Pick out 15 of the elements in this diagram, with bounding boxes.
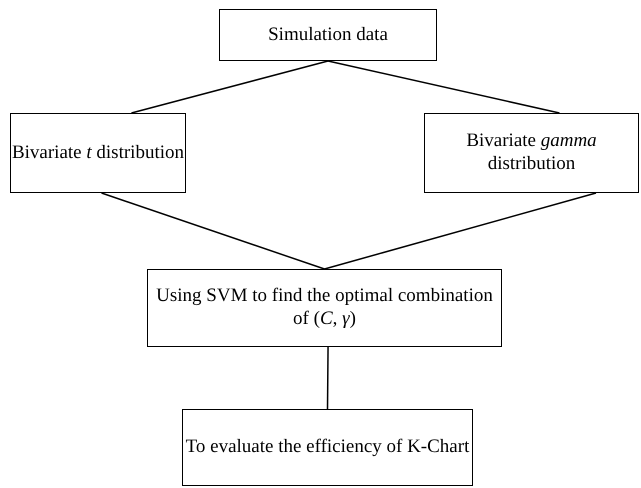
box-label: Bivariate gamma distribution [465,130,598,176]
box-label: To evaluate the efficiency of K-Chart [186,436,470,459]
process-box [424,113,639,193]
connector-line [131,60,328,114]
connector-line [101,192,325,270]
connector-line [328,60,560,114]
connector-line [326,347,329,409]
process-box [182,409,473,486]
process-box [219,9,437,61]
box-label: Bivariate t distribution [12,142,184,164]
box-label: Using SVM to find the optimal combination of (C, γ) [155,285,494,331]
process-box [10,113,186,193]
connector-line [324,192,596,270]
box-label: Simulation data [268,24,388,46]
process-box [147,269,502,347]
